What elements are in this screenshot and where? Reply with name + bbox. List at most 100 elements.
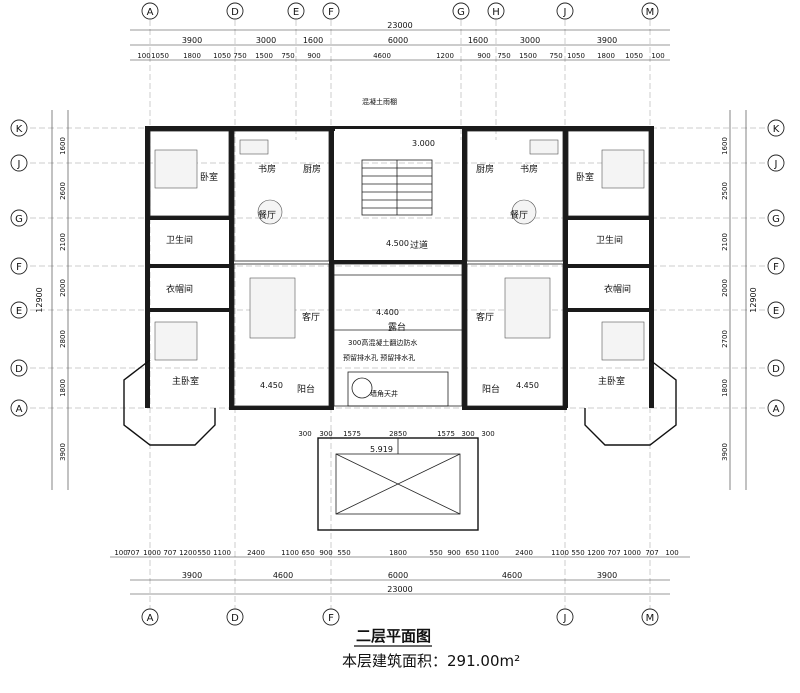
level-markers: 3.000 4.500 4.400 4.450 4.450 5.919 300高… [260,139,539,454]
axis-label: F [328,613,334,624]
svg-text:G: G [772,214,780,225]
svg-text:100: 100 [665,549,678,557]
svg-text:2500: 2500 [721,182,729,200]
room-master-right: 主卧室 [598,375,625,387]
furniture [154,139,645,399]
room-dining-right: 餐厅 [510,209,528,221]
svg-text:J: J [17,159,21,170]
svg-text:D: D [772,364,780,375]
svg-text:750: 750 [497,52,510,60]
svg-text:750: 750 [233,52,246,60]
svg-text:1500: 1500 [255,52,273,60]
room-balcony-right: 阳台 [482,383,500,395]
svg-text:2000: 2000 [59,279,67,297]
svg-text:1200: 1200 [436,52,454,60]
svg-text:K: K [773,124,780,135]
level-balcony-right: 4.450 [516,381,539,390]
svg-text:2100: 2100 [721,233,729,251]
svg-text:1500: 1500 [519,52,537,60]
level-canopy: 3.000 [412,139,435,148]
svg-text:750: 750 [549,52,562,60]
svg-text:12900: 12900 [749,287,758,312]
drawing-title: 二层平面图 [356,627,431,645]
svg-text:750: 750 [281,52,294,60]
right-dimensions: 12900 1600 2500 2100 2000 2700 1800 3900 [721,110,758,490]
parapet-note: 300高混凝土翻边防水 [348,338,417,347]
bottom-dimensions: 100 707 1000 707 1200 550 1100 2400 1100… [110,549,690,595]
svg-text:4600: 4600 [373,52,391,60]
room-kitchen-left: 厨房 [303,163,321,175]
svg-text:550: 550 [429,549,442,557]
svg-text:550: 550 [197,549,210,557]
svg-text:3000: 3000 [256,36,276,45]
svg-text:3000: 3000 [520,36,540,45]
svg-text:1575: 1575 [437,430,455,438]
svg-text:300: 300 [298,430,311,438]
svg-text:1100: 1100 [213,549,231,557]
svg-text:1600: 1600 [721,137,729,155]
skylight-note: 墙角天井 [370,389,398,398]
svg-text:100: 100 [114,549,127,557]
svg-text:707: 707 [126,549,139,557]
room-closet-left: 衣帽间 [166,283,193,295]
svg-text:1800: 1800 [183,52,201,60]
svg-text:650: 650 [465,549,478,557]
svg-text:23000: 23000 [387,585,412,594]
svg-text:707: 707 [645,549,658,557]
axis-label: J [563,7,567,18]
axis-label: A [147,613,154,624]
axis-label: E [293,7,299,18]
svg-text:1100: 1100 [481,549,499,557]
svg-text:G: G [15,214,23,225]
svg-text:3900: 3900 [597,36,617,45]
axis-label: D [231,7,239,18]
svg-text:1050: 1050 [625,52,643,60]
svg-text:1800: 1800 [59,379,67,397]
svg-text:300: 300 [461,430,474,438]
svg-text:900: 900 [447,549,460,557]
room-study-left: 书房 [258,163,276,175]
svg-text:2400: 2400 [247,549,265,557]
svg-text:12900: 12900 [35,287,44,312]
svg-text:100: 100 [137,52,150,60]
svg-text:900: 900 [307,52,320,60]
title-block: 二层平面图 本层建筑面积：291.00m² [342,627,520,670]
svg-text:3900: 3900 [721,443,729,461]
room-bath-left: 卫生间 [166,234,193,246]
axis-label: A [147,7,154,18]
bottom-axis-markers: A D F J M [141,608,659,626]
svg-text:6000: 6000 [388,571,408,580]
axis-label: M [646,613,655,624]
interior-lines [123,130,677,531]
svg-text:2000: 2000 [721,279,729,297]
axis-label: G [457,7,465,18]
svg-text:F: F [773,262,779,273]
svg-text:100: 100 [651,52,664,60]
svg-text:D: D [15,364,23,375]
svg-text:K: K [16,124,23,135]
svg-text:300: 300 [481,430,494,438]
svg-text:3900: 3900 [182,571,202,580]
svg-text:2800: 2800 [59,330,67,348]
svg-text:1100: 1100 [281,549,299,557]
overall-width: 23000 [387,21,412,30]
svg-text:550: 550 [571,549,584,557]
room-living-right: 客厅 [476,311,494,323]
svg-text:1050: 1050 [151,52,169,60]
svg-text:1050: 1050 [567,52,585,60]
room-terrace: 露台 [388,321,406,333]
svg-text:1000: 1000 [623,549,641,557]
axis-label: D [231,613,239,624]
room-living-left: 客厅 [302,311,320,323]
svg-text:550: 550 [337,549,350,557]
svg-text:3900: 3900 [59,443,67,461]
svg-text:1575: 1575 [343,430,361,438]
axis-label: J [563,613,567,624]
svg-text:1600: 1600 [468,36,488,45]
svg-text:1200: 1200 [179,549,197,557]
svg-text:707: 707 [607,549,620,557]
level-terrace: 4.400 [376,308,399,317]
canopy-note: 混凝土雨棚 [362,97,397,106]
svg-text:A: A [773,404,780,415]
